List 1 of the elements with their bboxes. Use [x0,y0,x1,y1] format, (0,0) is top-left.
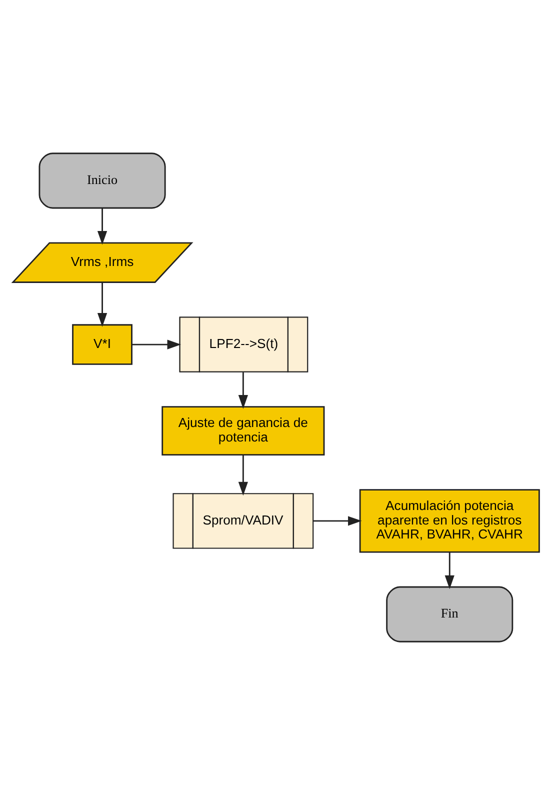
node-text: LPF2-->S(t) [209,335,278,350]
